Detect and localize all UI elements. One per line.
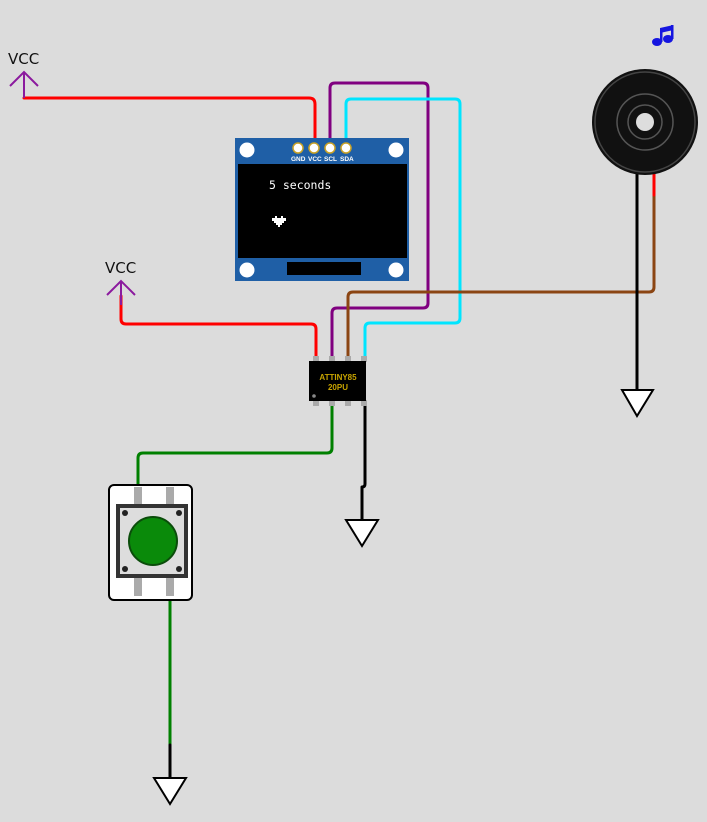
pin-vcc[interactable] <box>308 142 320 154</box>
wire-scl[interactable] <box>328 81 430 358</box>
ground-symbol-chip[interactable] <box>344 519 380 548</box>
push-button[interactable] <box>108 484 193 601</box>
vcc-label-mid: VCC <box>105 259 136 277</box>
vcc-arrow-icon <box>106 279 136 305</box>
attiny85-chip[interactable]: ATTINY85 20PU <box>309 356 367 406</box>
buzzer[interactable] <box>592 25 698 175</box>
ground-symbol-button[interactable] <box>152 777 188 806</box>
wire-vcc-oled[interactable] <box>22 96 317 150</box>
button-cap[interactable] <box>128 516 178 566</box>
pin-label-scl: SCL <box>324 156 337 163</box>
ground-symbol-buzzer[interactable] <box>620 389 655 418</box>
oled-header-pins <box>292 142 352 154</box>
pin-gnd[interactable] <box>292 142 304 154</box>
vcc-label-top: VCC <box>8 50 39 68</box>
wire-chip-ground[interactable] <box>360 400 367 522</box>
oled-display-module[interactable]: GND VCC SCL SDA 5 seconds <box>235 138 409 281</box>
chip-body <box>309 361 366 401</box>
buzzer-ring <box>616 93 674 151</box>
pin-label-sda: SDA <box>340 156 354 163</box>
oled-screen-text: 5 seconds <box>269 178 331 192</box>
button-leg-tabs <box>134 487 174 596</box>
oled-screen <box>238 164 407 258</box>
pin-sda[interactable] <box>340 142 352 154</box>
chip-label-line1: ATTINY85 <box>319 373 357 382</box>
flex-connector <box>287 262 361 275</box>
wire-button-signal[interactable] <box>136 400 334 492</box>
mounting-hole <box>239 142 255 158</box>
pin-label-vcc: VCC <box>308 156 322 163</box>
buzzer-ring <box>594 71 696 173</box>
wire-buzzer-signal[interactable] <box>346 176 656 358</box>
wire-sda[interactable] <box>344 97 462 358</box>
vcc-arrow-icon <box>9 70 39 98</box>
vcc-symbol-mid[interactable]: VCC <box>105 259 136 305</box>
button-corner <box>176 566 182 572</box>
pin-label-gnd: GND <box>291 156 306 163</box>
buzzer-ring <box>627 104 663 140</box>
chip-pins <box>313 356 367 406</box>
heart-icon <box>272 216 286 227</box>
button-corner <box>122 566 128 572</box>
ground-icon <box>152 777 188 806</box>
ground-icon <box>620 389 655 418</box>
pin-scl[interactable] <box>324 142 336 154</box>
mounting-hole <box>239 262 255 278</box>
ground-icon <box>344 519 380 548</box>
mounting-hole <box>388 142 404 158</box>
pin1-marker <box>312 394 316 398</box>
buzzer-center <box>636 113 654 131</box>
chip-label-line2: 20PU <box>328 383 348 392</box>
button-corner <box>176 510 182 516</box>
wires <box>22 81 656 780</box>
vcc-symbol-top[interactable]: VCC <box>8 50 39 98</box>
button-corner <box>122 510 128 516</box>
music-note-icon <box>652 25 674 46</box>
wire-vcc-chip[interactable] <box>119 294 318 358</box>
mounting-hole <box>388 262 404 278</box>
